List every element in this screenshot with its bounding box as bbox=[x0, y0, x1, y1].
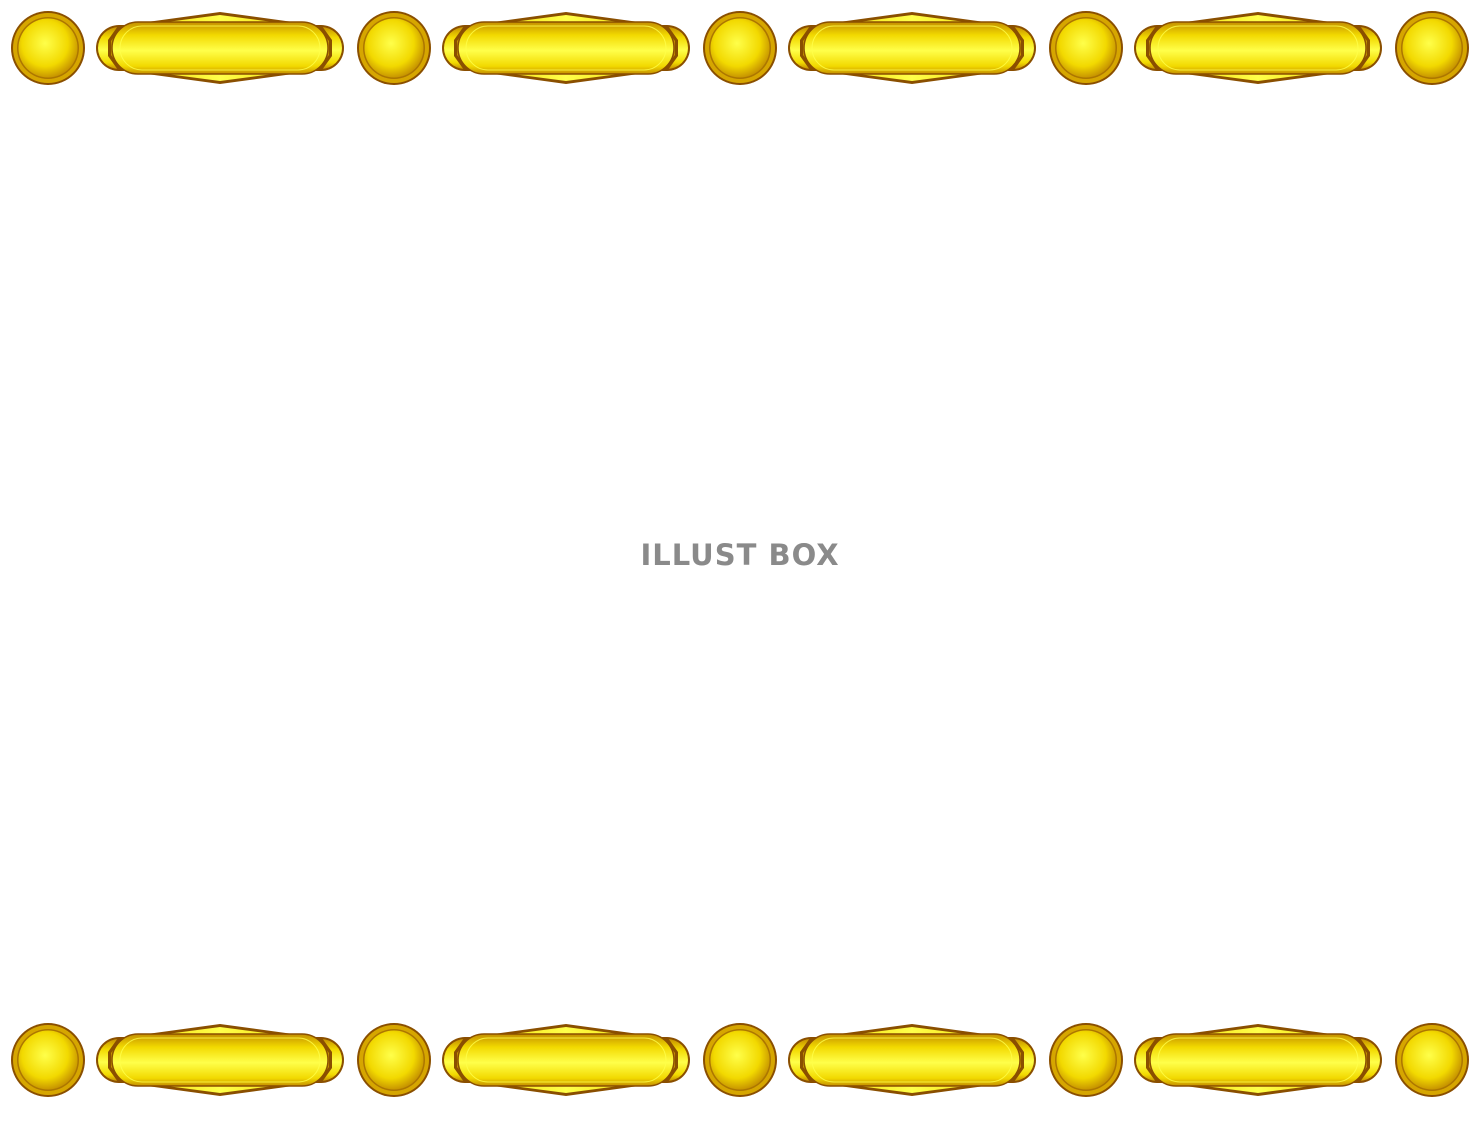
watermark-text: ILLUST BOX bbox=[640, 538, 840, 572]
gold-diamond-plaque-icon bbox=[442, 1024, 690, 1096]
gold-diamond-plaque-icon bbox=[1134, 12, 1382, 84]
gold-round-ornament-icon bbox=[11, 1023, 85, 1097]
gold-diamond-plaque-icon bbox=[96, 1024, 344, 1096]
gold-round-ornament-icon bbox=[357, 11, 431, 85]
gold-round-ornament-icon bbox=[1049, 1023, 1123, 1097]
gold-diamond-plaque-icon bbox=[788, 1024, 1036, 1096]
gold-round-ornament-icon bbox=[1395, 1023, 1469, 1097]
top-border-art bbox=[11, 11, 1469, 85]
gold-round-ornament-icon bbox=[703, 11, 777, 85]
gold-diamond-plaque-icon bbox=[442, 12, 690, 84]
gold-diamond-plaque-icon bbox=[788, 12, 1036, 84]
gold-round-ornament-icon bbox=[11, 11, 85, 85]
gold-diamond-plaque-icon bbox=[96, 12, 344, 84]
gold-round-ornament-icon bbox=[1049, 11, 1123, 85]
gold-round-ornament-icon bbox=[703, 1023, 777, 1097]
top-gold-border bbox=[0, 0, 1480, 110]
bottom-border-art bbox=[11, 1023, 1469, 1097]
gold-round-ornament-icon bbox=[1395, 11, 1469, 85]
gold-diamond-plaque-icon bbox=[1134, 1024, 1382, 1096]
gold-round-ornament-icon bbox=[357, 1023, 431, 1097]
bottom-gold-border bbox=[0, 1010, 1480, 1120]
